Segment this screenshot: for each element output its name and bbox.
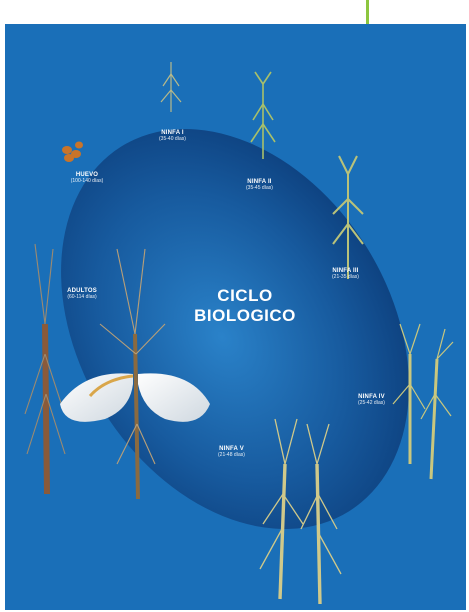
ninfa-1-days: (35-40 días)	[150, 137, 195, 143]
ninfa-5-days: (21-48 días)	[209, 453, 254, 459]
adultos-days: (60-114 días)	[57, 295, 107, 301]
huevo-label: HUEVO (100-140 días)	[63, 172, 111, 184]
ninfa-4-days: (25-42 días)	[349, 401, 394, 407]
center-title-line-1: CICLO	[185, 286, 305, 306]
ninfa-3-days: (21-35 días)	[323, 275, 368, 281]
ninfa-5-label: NINFA V (21-48 días)	[209, 446, 254, 458]
cycle-ellipse	[5, 65, 466, 594]
center-title-line-2: BIOLOGICO	[185, 306, 305, 326]
ninfa-2-label: NINFA II (35-45 días)	[237, 179, 282, 191]
ninfa-4-label: NINFA IV (25-42 días)	[349, 394, 394, 406]
top-white-margin	[369, 0, 469, 24]
center-title: CICLO BIOLOGICO	[185, 286, 305, 327]
green-accent-bar	[366, 0, 369, 26]
huevo-days: (100-140 días)	[63, 179, 111, 185]
ninfa-1-label: NINFA I (35-40 días)	[150, 130, 195, 142]
adult-female-insect	[25, 244, 65, 494]
nymph-1-insect	[161, 62, 181, 112]
life-cycle-diagram: HUEVO (100-140 días) NINFA I (35-40 días…	[5, 24, 466, 610]
adultos-label: ADULTOS (60-114 días)	[57, 288, 107, 300]
egg-cluster	[62, 142, 83, 163]
ninfa-3-label: NINFA III (21-35 días)	[323, 268, 368, 280]
ninfa-2-days: (35-45 días)	[237, 186, 282, 192]
